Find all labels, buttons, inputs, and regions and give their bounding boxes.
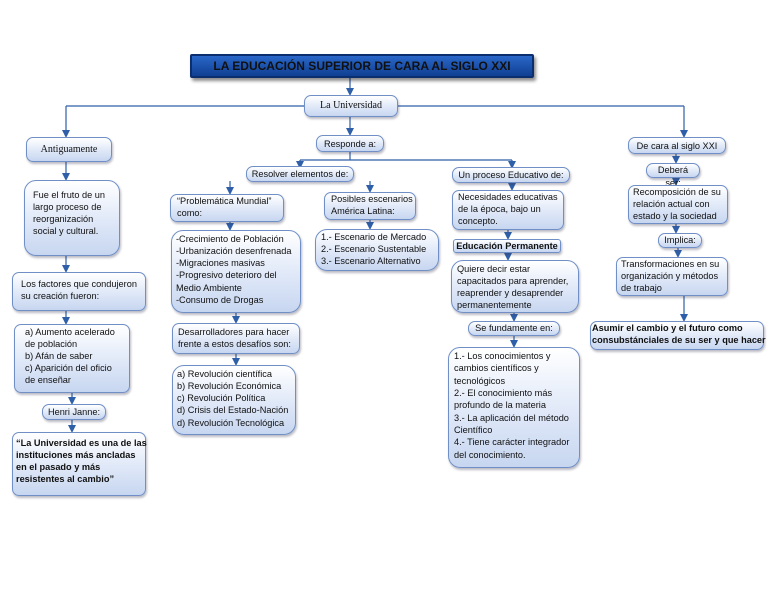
antiguamente-node: Antiguamente (26, 137, 112, 162)
resolver-node: Resolver elementos de: (246, 166, 354, 182)
transformaciones-node: Transformaciones en su organización y mé… (616, 257, 728, 296)
conocimientos-node: 1.- Los conocimientos y cambios científi… (448, 347, 580, 468)
henri-janne-node: Henri Janne: (42, 404, 106, 420)
conocimientos-line: 2.- El conocimiento más (454, 387, 553, 398)
lista-line: de enseñar (25, 374, 71, 385)
problemas-line: -Crecimiento de Población (176, 234, 284, 244)
conocimientos-line: 4.- Tiene carácter integrador (454, 437, 570, 448)
cita-line: resistentes al cambio” (16, 474, 115, 485)
conocimientos-line: 1.- Los conocimientos y (454, 351, 551, 361)
factores-line: Los factores que condujeron (21, 279, 137, 289)
conocimientos-line: del conocimiento. (454, 449, 526, 460)
problematica-line: “Problemática Mundial” (177, 196, 272, 206)
problemas-line: -Urbanización desenfrenada (176, 246, 292, 257)
siglo-xxi-node: De cara al siglo XXI (628, 137, 726, 154)
asumir-node: Asumir el cambio y el futuro como consub… (590, 321, 766, 350)
lista-node: a) Aumento acelerado de población b) Afá… (14, 324, 130, 393)
cita-line: “La Universidad es una de las (16, 438, 147, 448)
problemas-line: Medio Ambiente (176, 282, 242, 293)
necesidades-line: Necesidades educativas (458, 192, 558, 202)
recomposicion-line: relación actual con (633, 199, 710, 210)
problemas-line: -Consumo de Drogas (176, 294, 264, 305)
problematica-line: como: (177, 207, 203, 218)
posibles-line: América Latina: (331, 205, 395, 216)
fruto-line: social y cultural. (33, 226, 99, 237)
factores-node: Los factores que condujeron su creación … (12, 272, 146, 311)
conocimientos-line: cambios científicos y (454, 363, 539, 374)
transformaciones-line: Transformaciones en su (621, 259, 720, 269)
fruto-node: Fue el fruto de un largo proceso de reor… (24, 180, 120, 256)
responde-node: Responde a: (316, 135, 384, 152)
debera-node: Deberá ser: (646, 163, 700, 188)
transformaciones-line: organización y métodos (621, 271, 719, 282)
quiere-node: Quiere decir estar capacitados para apre… (451, 260, 579, 313)
escenarios-line: 2.- Escenario Sustentable (321, 244, 427, 255)
escenarios-node: 1.- Escenario de Mercado 2.- Escenario S… (315, 229, 439, 271)
necesidades-node: Necesidades educativas de la época, bajo… (452, 190, 564, 230)
fruto-line: largo proceso de (33, 202, 102, 213)
asumir-line: consubstánciales de su ser y que hacer (592, 334, 766, 345)
cita-node: “La Universidad es una de las institucio… (12, 432, 147, 496)
conocimientos-line: tecnológicos (454, 375, 506, 386)
cita-line: instituciones más ancladas (16, 450, 136, 461)
necesidades-line: concepto. (458, 216, 498, 227)
lista-line: c) Aparición del oficio (25, 362, 112, 373)
diagram-title: LA EDUCACIÓN SUPERIOR DE CARA AL SIGLO X… (190, 54, 534, 78)
proceso-node: Un proceso Educativo de: (452, 167, 570, 183)
necesidades-line: de la época, bajo un (458, 204, 541, 215)
conocimientos-line: 3.- La aplicación del método (454, 412, 569, 423)
fruto-line: reorganización (33, 214, 94, 225)
quiere-line: permanentemente (457, 300, 532, 311)
quiere-line: Quiere decir estar (457, 264, 531, 274)
revoluciones-node: a) Revolución científica b) Revolución E… (172, 365, 296, 435)
revoluciones-line: a) Revolución científica (177, 369, 272, 379)
escenarios-line: 1.- Escenario de Mercado (321, 232, 427, 242)
revoluciones-line: c) Revolución Política (177, 393, 266, 404)
posibles-line: Posibles escenarios (331, 194, 413, 204)
problemas-node: -Crecimiento de Población -Urbanización … (171, 230, 301, 313)
recomposicion-node: Recomposición de su relación actual con … (628, 185, 728, 224)
factores-line: su creación fueron: (21, 291, 100, 302)
lista-line: b) Afán de saber (25, 350, 93, 361)
problemas-line: -Progresivo deterioro del (176, 270, 277, 281)
root-node: La Universidad (304, 95, 398, 117)
fruto-line: Fue el fruto de un (33, 190, 106, 200)
posibles-node: Posibles escenarios América Latina: (324, 192, 416, 220)
revoluciones-line: d) Revolución Tecnológica (177, 417, 285, 428)
escenarios-line: 3.- Escenario Alternativo (321, 256, 421, 267)
problematica-node: “Problemática Mundial” como: (170, 194, 284, 222)
asumir-line: Asumir el cambio y el futuro como (592, 323, 743, 333)
transformaciones-line: de trabajo (621, 283, 662, 294)
fundamente-node: Se fundamente en: (468, 321, 560, 336)
desarrolladores-node: Desarrolladores para hacer frente a esto… (172, 323, 300, 354)
educacion-permanente-node: Educación Permanente (453, 239, 561, 253)
implica-node: Implica: (658, 233, 702, 248)
cita-line: en el pasado y más (16, 462, 101, 473)
quiere-line: capacitados para aprender, (457, 276, 569, 287)
lista-line: de población (25, 338, 78, 349)
revoluciones-line: d) Crisis del Estado-Nación (177, 405, 289, 416)
recomposicion-line: estado y la sociedad (633, 211, 717, 222)
desarrolladores-line: Desarrolladores para hacer (178, 327, 290, 337)
conocimientos-line: profundo de la materia (454, 400, 546, 411)
revoluciones-line: b) Revolución Económica (177, 381, 282, 392)
recomposicion-line: Recomposición de su (633, 187, 721, 197)
desarrolladores-line: frente a estos desafíos son: (178, 339, 291, 350)
quiere-line: reaprender y desaprender (457, 288, 564, 299)
lista-line: a) Aumento acelerado (25, 327, 115, 337)
conocimientos-line: Científico (454, 424, 493, 435)
problemas-line: -Migraciones masivas (176, 258, 265, 269)
